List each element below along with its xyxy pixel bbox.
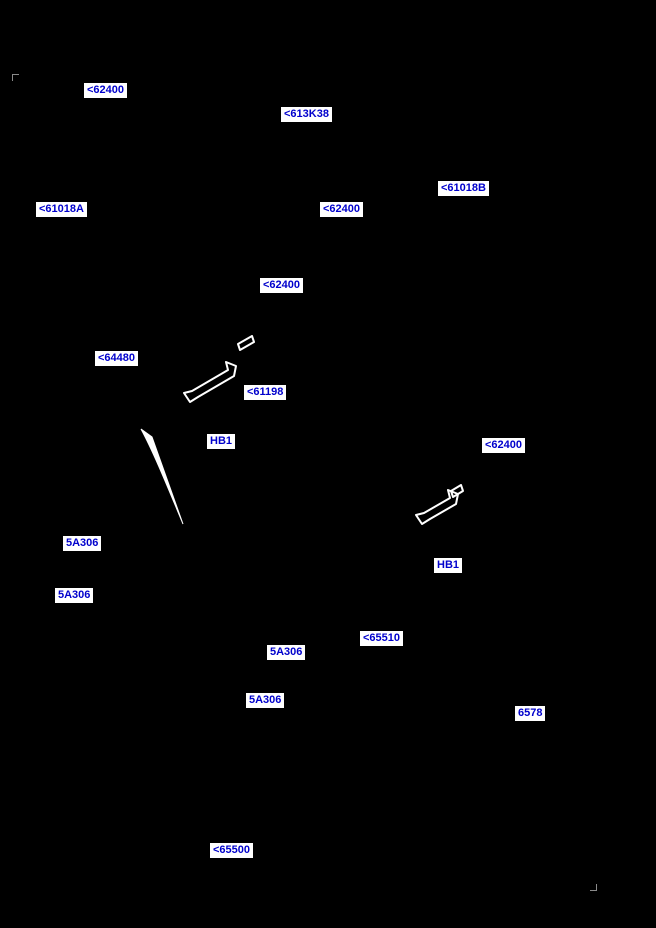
part-label-62400-4[interactable]: <62400	[481, 437, 527, 454]
trim-wedge-shape	[140, 428, 184, 525]
part-label-5a306-1[interactable]: 5A306	[62, 535, 103, 552]
part-label-62400-1[interactable]: <62400	[83, 82, 129, 99]
part-label-5a306-3[interactable]: 5A306	[266, 644, 307, 661]
part-label-hb1-1[interactable]: HB1	[206, 433, 237, 450]
clip-bracket-upper	[183, 335, 255, 403]
part-label-65500[interactable]: <65500	[209, 842, 255, 859]
part-label-61018a[interactable]: <61018A	[35, 201, 88, 218]
part-label-6578[interactable]: 6578	[514, 705, 547, 722]
part-label-62400-2[interactable]: <62400	[319, 201, 365, 218]
part-label-61018b[interactable]: <61018B	[437, 180, 490, 197]
part-label-65510[interactable]: <65510	[359, 630, 405, 647]
crop-mark-bottom-right	[590, 884, 597, 891]
part-label-61198[interactable]: <61198	[243, 384, 288, 401]
part-label-62400-3[interactable]: <62400	[259, 277, 305, 294]
part-label-64480[interactable]: <64480	[94, 350, 140, 367]
part-label-5a306-4[interactable]: 5A306	[245, 692, 286, 709]
part-label-5a306-2[interactable]: 5A306	[54, 587, 95, 604]
part-label-hb1-2[interactable]: HB1	[433, 557, 464, 574]
clip-bracket-lower	[415, 484, 464, 525]
crop-mark-top-left	[12, 74, 19, 81]
part-label-613k38[interactable]: <613K38	[280, 106, 333, 123]
